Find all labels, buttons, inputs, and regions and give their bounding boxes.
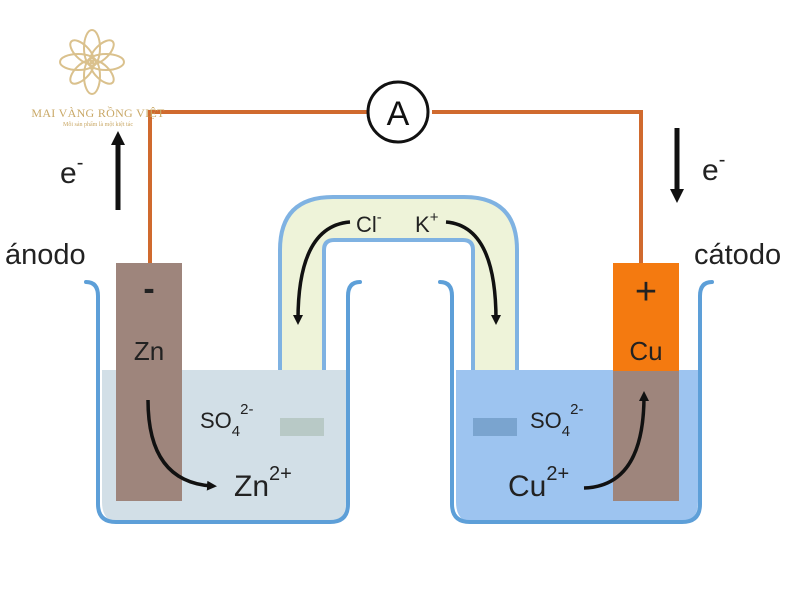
cathode-sign: + xyxy=(635,271,657,313)
electron-left-label: e- xyxy=(60,152,83,190)
zn-ion-flow-arrow xyxy=(146,399,217,491)
brand-tagline: Mỗi sản phẩm là một kiệt tác xyxy=(63,122,133,128)
salt-bridge-cation: K+ xyxy=(415,209,439,237)
lotus-logo-icon xyxy=(59,29,125,95)
electron-right-label: e- xyxy=(702,149,725,187)
right-sulfate-label: SO42- xyxy=(530,401,583,440)
cu-ion-label: Cu2+ xyxy=(508,463,569,503)
left-sulfate-label: SO42- xyxy=(200,401,253,440)
salt-bridge-anion: Cl- xyxy=(356,209,382,237)
ammeter: A xyxy=(366,80,430,144)
anode-metal: Zn xyxy=(134,336,164,366)
brand-name: MAI VÀNG RỒNG VIỆT xyxy=(31,106,165,120)
ammeter-label: A xyxy=(387,95,410,133)
cu-ion-flow-arrow xyxy=(583,391,649,490)
cathode-label: cátodo xyxy=(694,239,781,271)
zn-ion-label: Zn2+ xyxy=(234,463,292,503)
cathode-metal: Cu xyxy=(629,336,662,366)
anode-sign: - xyxy=(143,270,154,308)
external-circuit-wire xyxy=(148,110,643,264)
copper-electrode: + Cu xyxy=(613,263,679,501)
zinc-electrode: - Zn xyxy=(116,263,182,501)
anode-label: ánodo xyxy=(5,239,86,271)
